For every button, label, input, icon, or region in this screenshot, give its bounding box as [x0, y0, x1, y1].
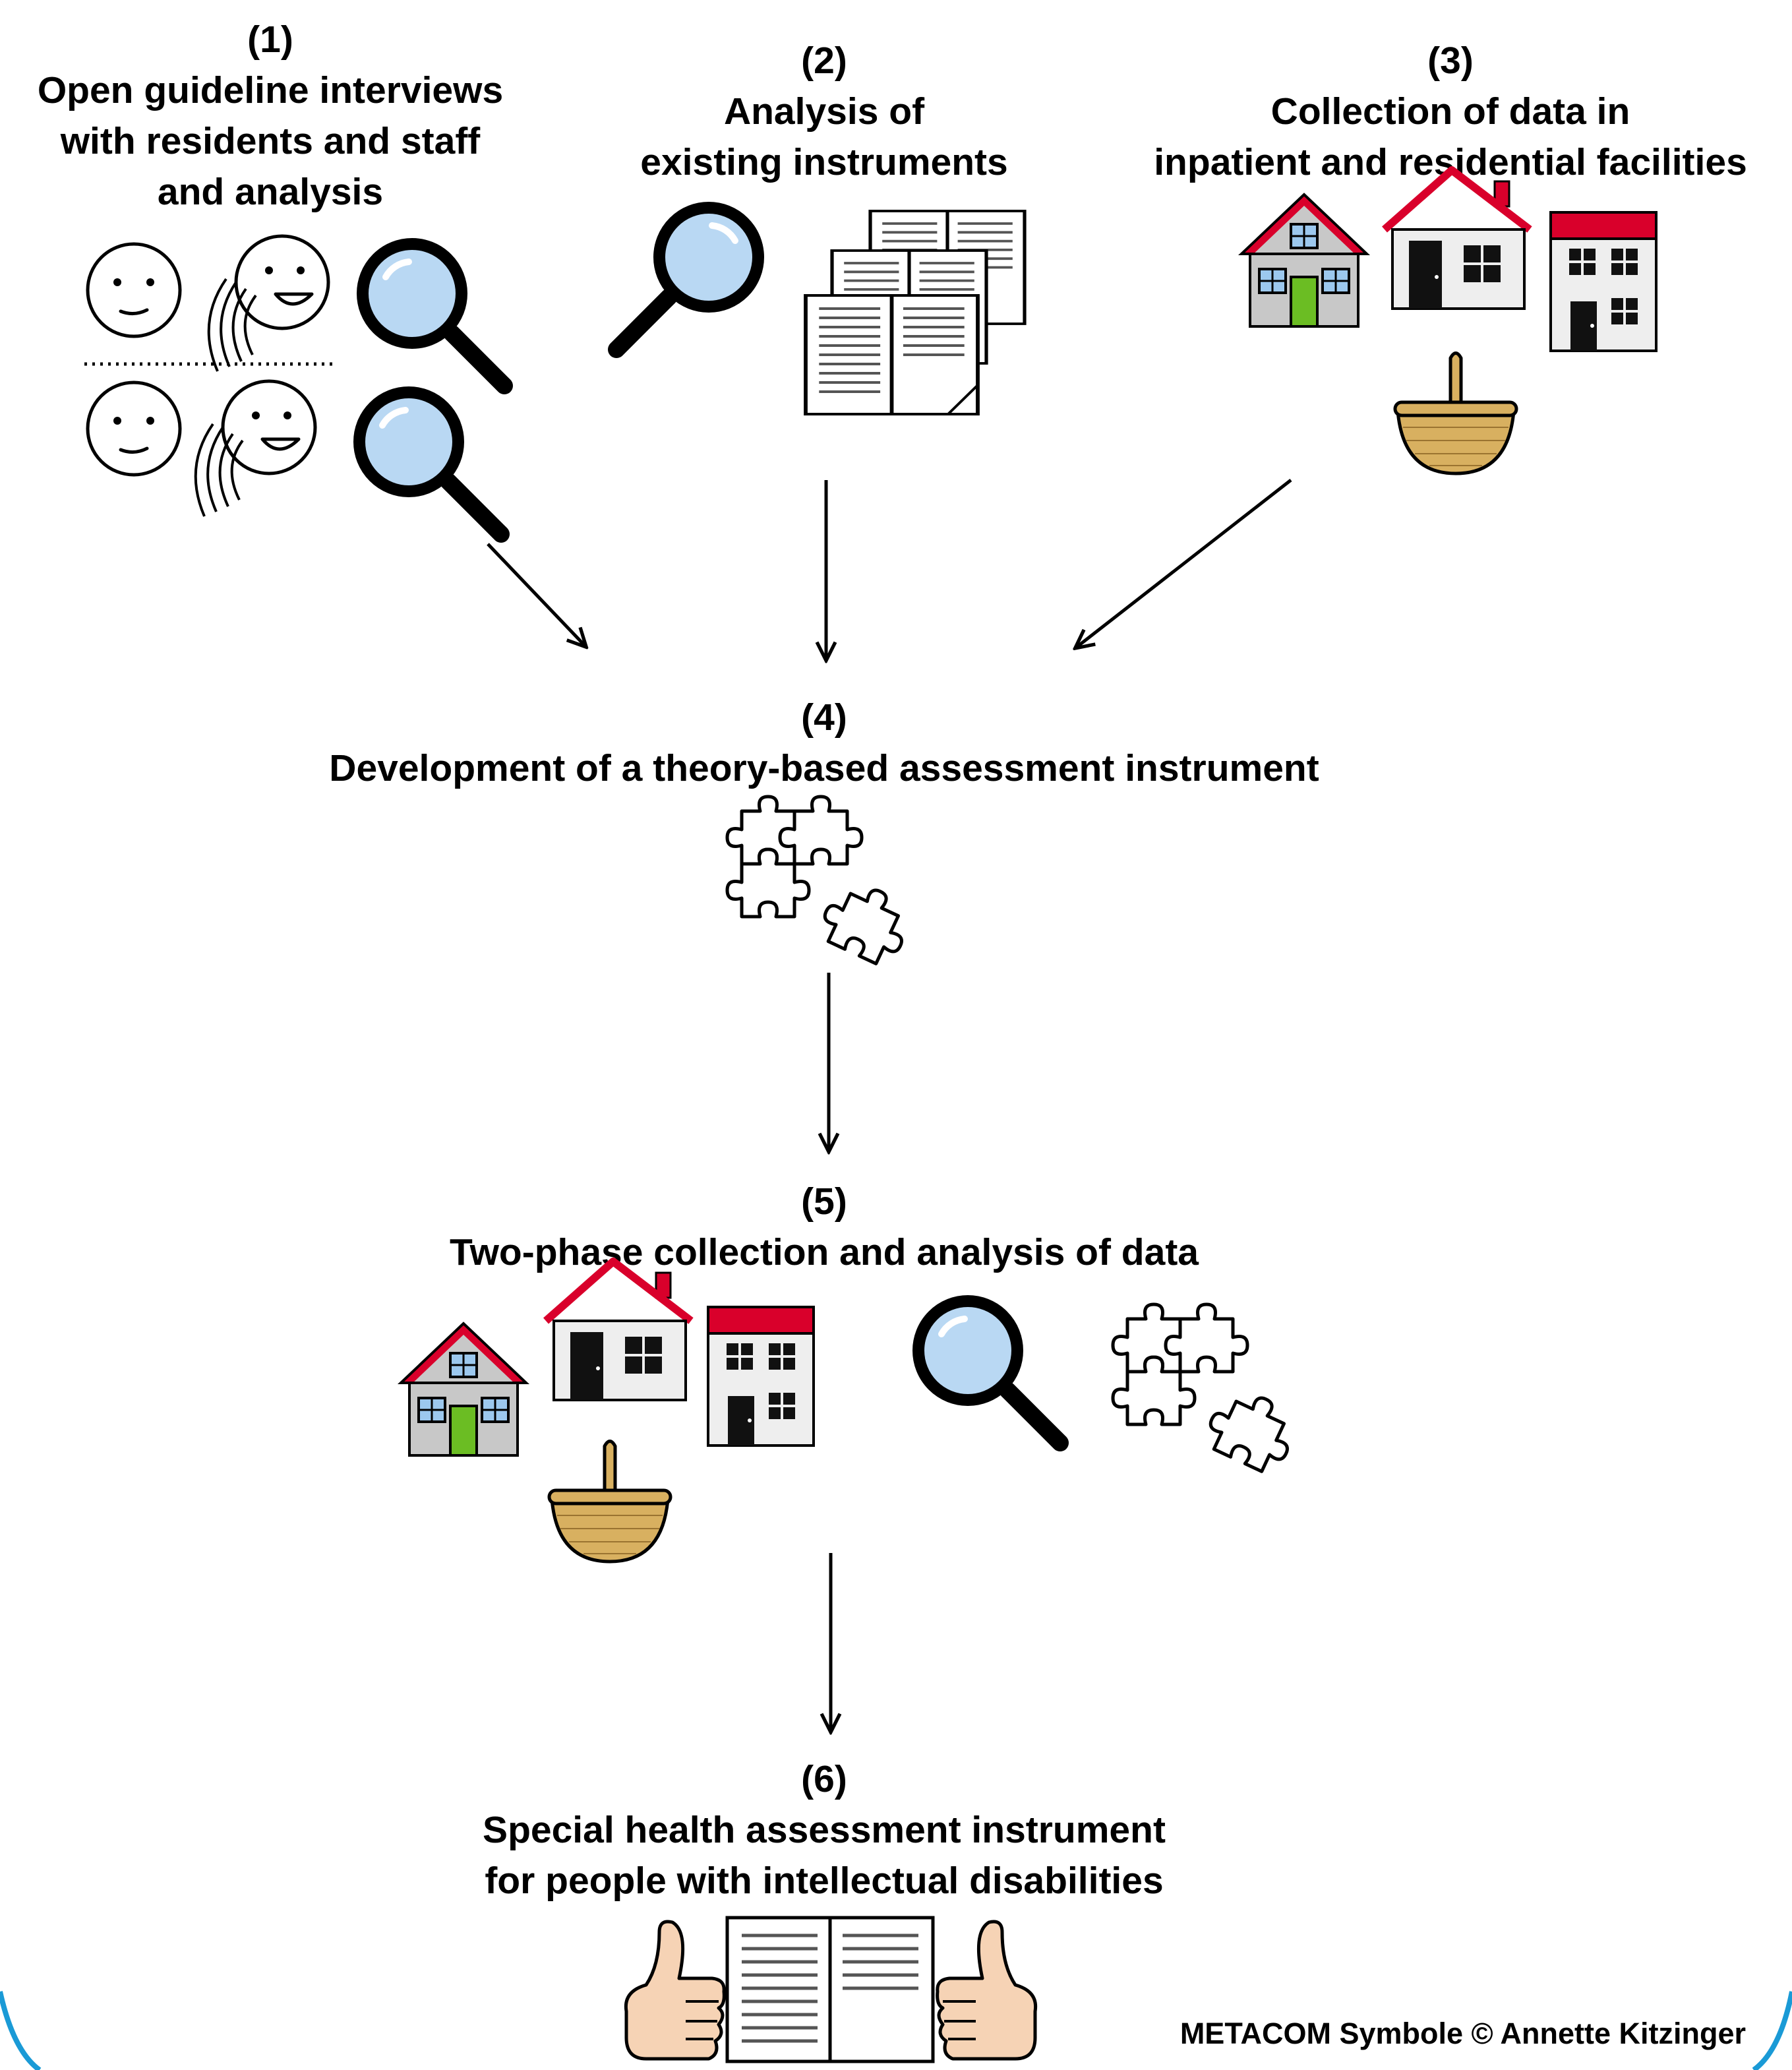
step-3-line-1: Collection of data in: [1270, 90, 1630, 133]
smiley-face-icon: [88, 244, 180, 336]
step-5-number: (5): [801, 1180, 847, 1223]
credit-text: METACOM Symbole © Annette Kitzinger: [1180, 2017, 1746, 2050]
talking-face-icon: [209, 236, 328, 371]
step-2-number: (2): [801, 40, 847, 82]
step-1-line-2: with residents and staff: [60, 120, 481, 162]
building-icon: [1549, 211, 1658, 352]
house-icon: [1240, 193, 1368, 328]
step-1-label: (1) Open guideline interviews with resid…: [0, 15, 541, 218]
step-6-line-2: for people with intellectual disabilitie…: [485, 1860, 1164, 1902]
magnifier-icon: [616, 208, 758, 350]
thumbs-up-icon: [938, 1922, 1036, 2059]
arrow-1-to-4: [487, 543, 585, 646]
thumbs-up-icon: [626, 1922, 724, 2059]
step-2-line-2: existing instruments: [640, 141, 1008, 183]
step-1-number: (1): [247, 18, 293, 61]
step-4-label: (4) Development of a theory-based assess…: [198, 692, 1450, 794]
house-icon: [546, 1262, 691, 1400]
step-3-number: (3): [1427, 40, 1474, 82]
step-5-label: (5) Two-phase collection and analysis of…: [264, 1176, 1385, 1278]
step-6-line-1: Special health assessment instrument: [483, 1809, 1166, 1851]
step-1-line-1: Open guideline interviews: [37, 69, 504, 111]
step-5-line-1: Two-phase collection and analysis of dat…: [449, 1231, 1199, 1273]
building-icon: [707, 1306, 815, 1447]
step-2-label: (2) Analysis of existing instruments: [560, 36, 1088, 188]
step-4-line-1: Development of a theory-based assessment…: [329, 747, 1319, 789]
open-book-icon: [725, 1916, 935, 2063]
house-icon: [1385, 170, 1530, 309]
smiley-face-icon: [88, 382, 180, 475]
puzzle-icon: [727, 797, 918, 970]
talking-face-icon: [196, 381, 315, 516]
frame-arc-right: [1752, 1991, 1792, 2070]
basket-icon: [1395, 353, 1516, 474]
document-stack-icon: [806, 211, 1025, 414]
step-2-line-1: Analysis of: [723, 90, 925, 133]
step-4-number: (4): [801, 696, 847, 739]
house-icon: [400, 1322, 527, 1457]
magnifier-icon: [363, 244, 504, 386]
puzzle-icon: [1113, 1304, 1303, 1478]
frame-arc-left: [0, 1991, 42, 2070]
magnifier-icon: [359, 392, 501, 534]
arrow-3-to-4: [1076, 479, 1292, 648]
step-6-number: (6): [801, 1758, 847, 1800]
magnifier-icon: [918, 1301, 1060, 1443]
step-6-label: (6) Special health assessment instrument…: [264, 1754, 1385, 1906]
step-1-line-3: and analysis: [157, 171, 384, 213]
basket-icon: [549, 1442, 671, 1562]
